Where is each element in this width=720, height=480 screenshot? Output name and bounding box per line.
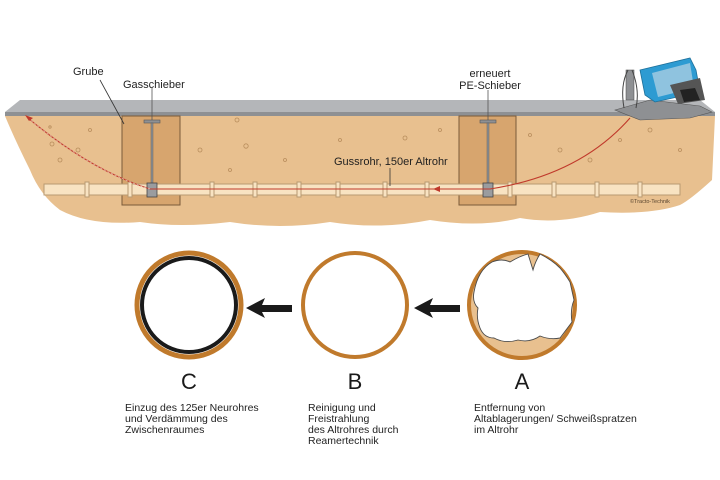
arrow-left-icon	[246, 298, 292, 318]
step-letter-c: C	[181, 369, 197, 394]
label-renewed-valve: erneuert PE-Schieber	[455, 68, 525, 92]
caption-line: und Verdämmung des	[125, 413, 228, 425]
step-letter-b: B	[347, 369, 363, 394]
caption-line: des Altrohres durch	[308, 424, 399, 436]
caption-line: Freistrahlung	[308, 413, 370, 425]
drilling-machine-icon	[614, 57, 713, 121]
label-pit: Grube	[73, 66, 104, 78]
step-caption-a: Entfernung von Altablagerungen/ Schweißs…	[474, 403, 637, 436]
caption-line: Reinigung und	[308, 402, 376, 414]
label-gas-valve: Gasschieber	[123, 79, 185, 91]
bore-path	[27, 117, 631, 190]
step-caption-b: Reinigung und Freistrahlung des Altrohre…	[308, 403, 398, 447]
label-renewed-line1: erneuert	[469, 68, 511, 80]
label-renewed-line2: PE-Schieber	[459, 80, 521, 92]
arrow-left-icon	[414, 298, 460, 318]
pit-leader	[99, 79, 125, 125]
pipe-section-b	[301, 251, 409, 359]
step-caption-c: Einzug des 125er Neurohres und Verdämmun…	[125, 403, 259, 436]
pe-valve-right	[479, 119, 497, 198]
caption-line: Einzug des 125er Neurohres	[125, 402, 259, 414]
caption-line: Zwischenraumes	[125, 424, 205, 436]
caption-line: Entfernung von	[474, 402, 546, 414]
step-letter-a: A	[514, 369, 530, 394]
bore-arrow-left	[25, 115, 33, 121]
label-pipe: Gussrohr, 150er Altrohr	[334, 156, 448, 168]
pipe-section-c	[134, 250, 244, 360]
ground-surface	[5, 100, 715, 112]
soil	[5, 116, 715, 226]
caption-line: im Altrohr	[474, 424, 519, 436]
ground-surface-edge	[5, 112, 715, 116]
caption-line: Reamertechnik	[308, 435, 379, 447]
pipe-section-a	[467, 250, 577, 360]
copyright-label: ©Tracto-Technik	[630, 199, 670, 205]
caption-line: Altablagerungen/ Schweißspratzen	[474, 413, 637, 425]
flow-arrows	[246, 298, 460, 318]
bore-arrow-mid	[433, 186, 440, 192]
